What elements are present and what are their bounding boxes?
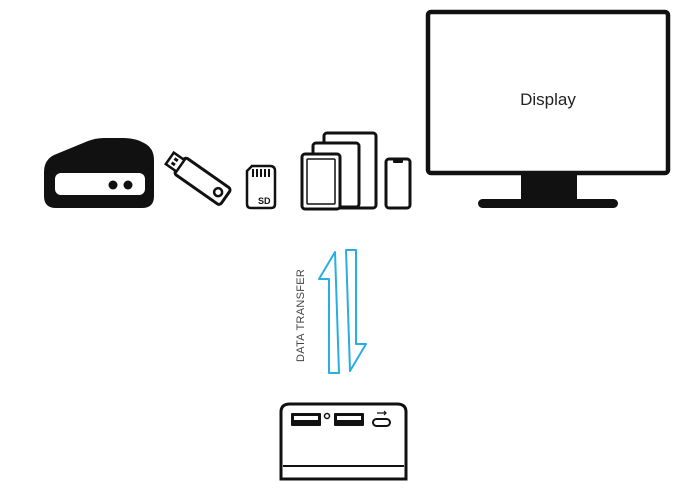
up-arrow-icon [318, 251, 340, 374]
hard-drive-icon [44, 138, 154, 208]
smartphone-icon [384, 157, 412, 210]
down-arrow-icon [345, 249, 367, 372]
monitor-icon: Display [425, 9, 671, 208]
data-transfer-label: DATA TRANSFER [295, 269, 307, 362]
usb-flash-drive-icon [164, 150, 232, 206]
usb-hub-icon [279, 402, 408, 481]
sd-card-icon: SD [245, 164, 277, 210]
tablet-icon [300, 131, 378, 211]
sd-card-label: SD [258, 196, 271, 206]
display-label: Display [520, 90, 576, 109]
